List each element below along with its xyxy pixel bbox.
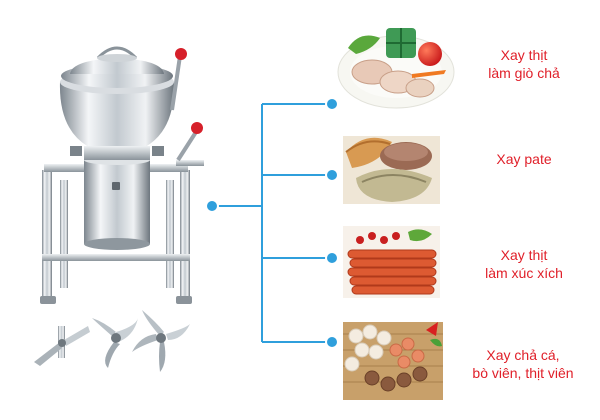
use-label-line-1: Xay thịt [500,47,548,63]
tilt-lever [176,122,203,162]
gio-cha-plate [337,28,455,109]
use-label-line-1: Xay chả cá, [486,347,560,363]
use-label-line-2: bò viên, thịt viên [472,365,574,381]
use-label-gio-cha: Xay thịt làm giò chả [462,46,586,82]
use-label-line-1: Xay thịt [500,247,548,263]
connector-dot-4 [325,335,339,349]
connector-dot-2 [325,168,339,182]
machine-lid [61,46,173,88]
connector-root-dot [205,199,219,213]
use-label-line-2: làm xúc xích [485,265,563,281]
straight-blade-icon [34,326,90,366]
meat-grinder-machine [40,46,204,304]
use-label-line-1: Xay pate [496,151,552,167]
connector-dot-1 [325,97,339,111]
sausages [343,226,440,298]
curved-blade-icon [92,318,138,368]
pate-bread [343,136,440,204]
use-label-xuc-xich: Xay thịt làm xúc xích [462,246,586,282]
use-label-line-2: làm giò chả [488,65,560,81]
meatballs-tray [343,322,443,400]
cross-blade-icon [132,310,190,372]
connector-dot-3 [325,251,339,265]
use-label-vien: Xay chả cá, bò viên, thịt viên [450,346,596,382]
use-label-pate: Xay pate [462,150,586,168]
lid-lever [170,48,187,111]
motor-cylinder [84,155,150,250]
connector-tree [212,103,332,343]
